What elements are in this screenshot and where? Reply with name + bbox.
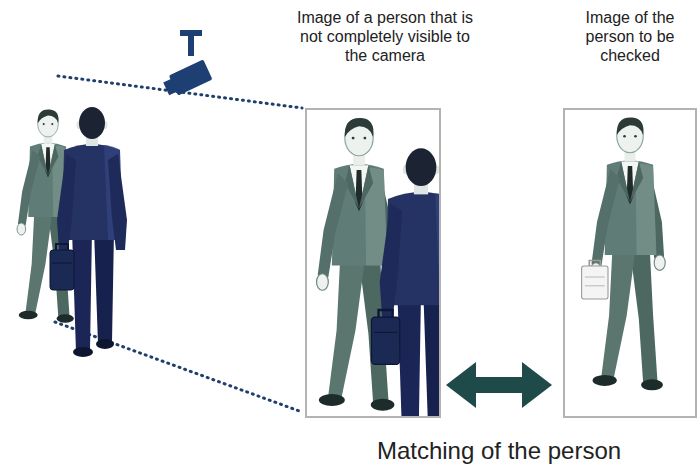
security-camera xyxy=(162,30,213,99)
image-node: Image of the person to be checked xyxy=(563,0,697,418)
reference-image xyxy=(582,117,666,390)
navy-suit-man xyxy=(50,107,127,357)
image-heading: Image of a person that is not completely… xyxy=(290,8,480,65)
image-node: Image of a person that is not completely… xyxy=(290,0,480,418)
image-heading: Image of the person to be checked xyxy=(563,8,697,65)
image-frame xyxy=(305,108,441,418)
matching-arrow xyxy=(446,362,552,408)
grey-suit-man xyxy=(582,117,666,390)
scene-people xyxy=(17,107,127,357)
occluded-image xyxy=(317,118,439,416)
edge-label: Matching of the person xyxy=(374,437,624,465)
navy-suit-man xyxy=(371,148,439,416)
image-frame xyxy=(563,108,697,418)
